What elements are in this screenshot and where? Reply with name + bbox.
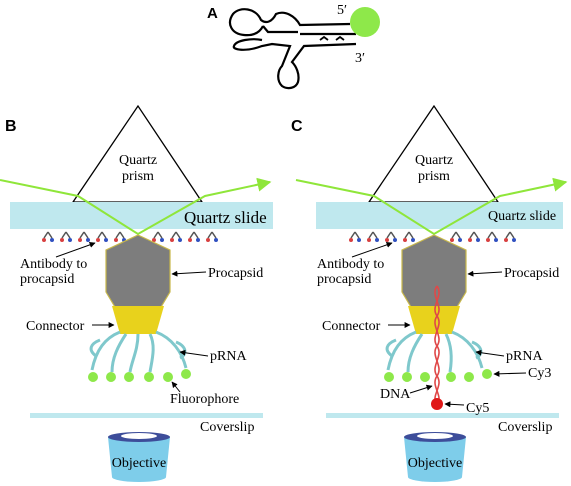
prism-label-line2: prism	[418, 169, 450, 184]
fluorophores	[88, 369, 191, 382]
antibodies	[349, 231, 516, 242]
connector	[408, 306, 460, 334]
prism-label-line1: Quartz	[119, 153, 157, 168]
prna-label: pRNA	[210, 349, 247, 364]
connector-label: Connector	[26, 319, 85, 334]
objective-label: Objective	[112, 456, 166, 471]
dna-helix	[434, 285, 440, 405]
coverslip	[30, 413, 263, 418]
connector	[112, 306, 164, 334]
panel-b-letter: B	[5, 118, 17, 135]
prna-label: pRNA	[506, 349, 543, 364]
procapsid-arrow	[171, 270, 207, 277]
prna-cluster	[89, 330, 188, 373]
procapsid	[401, 234, 467, 313]
panel-c-letter: C	[291, 118, 303, 135]
slide-label: Quartz slide	[184, 208, 267, 227]
three-prime-label: 3′	[355, 51, 365, 66]
cy5-label: Cy5	[466, 401, 489, 416]
dna-label: DNA	[380, 387, 411, 402]
cy3-fluorophores	[384, 369, 492, 382]
procapsid-arrow	[467, 270, 503, 277]
antibody-label-line1: Antibody to	[20, 257, 87, 272]
panel-a: A 5′ 3′	[207, 3, 380, 90]
fluorophore-arrow	[171, 381, 181, 393]
coverslip-label: Coverslip	[498, 420, 552, 435]
fluorophore-label: Fluorophore	[170, 392, 239, 407]
five-prime-label: 5′	[337, 3, 347, 18]
objective-label: Objective	[408, 456, 462, 471]
procapsid-label: Procapsid	[504, 266, 559, 281]
objective	[108, 432, 170, 482]
quartz-slide	[316, 202, 563, 229]
prism-label-line2: prism	[122, 169, 154, 184]
panel-b: B Quartz prism Quartz slide	[0, 104, 273, 482]
panel-c: C Quartz prism Quartz slide	[291, 104, 568, 482]
laser-beam	[0, 177, 272, 236]
procapsid-label: Procapsid	[208, 266, 263, 281]
prna-arrow	[179, 349, 209, 357]
prism-label-line1: Quartz	[415, 153, 453, 168]
objective	[404, 432, 466, 482]
antibodies	[42, 231, 218, 242]
connector-label: Connector	[322, 319, 381, 334]
prna-structure	[228, 8, 357, 90]
fluorophore-dot	[350, 7, 380, 37]
quartz-slide	[10, 202, 273, 229]
antibody-arrow	[351, 241, 393, 258]
cy3-arrow	[493, 370, 527, 377]
cy5-arrow	[444, 401, 465, 408]
procapsid	[105, 234, 171, 313]
cy5-dot	[431, 398, 443, 410]
slide-label: Quartz slide	[488, 209, 556, 224]
prna-arrow	[475, 349, 505, 357]
cy3-label: Cy3	[528, 366, 551, 381]
panel-a-letter: A	[207, 5, 218, 22]
antibody-label-line1: Antibody to	[317, 257, 384, 272]
coverslip-label: Coverslip	[200, 420, 254, 435]
coverslip	[326, 413, 559, 418]
antibody-arrow	[55, 242, 96, 258]
antibody-label-line2: procapsid	[317, 272, 371, 287]
antibody-label-line2: procapsid	[20, 272, 74, 287]
dna-arrow	[409, 384, 433, 394]
laser-beam	[295, 177, 568, 236]
